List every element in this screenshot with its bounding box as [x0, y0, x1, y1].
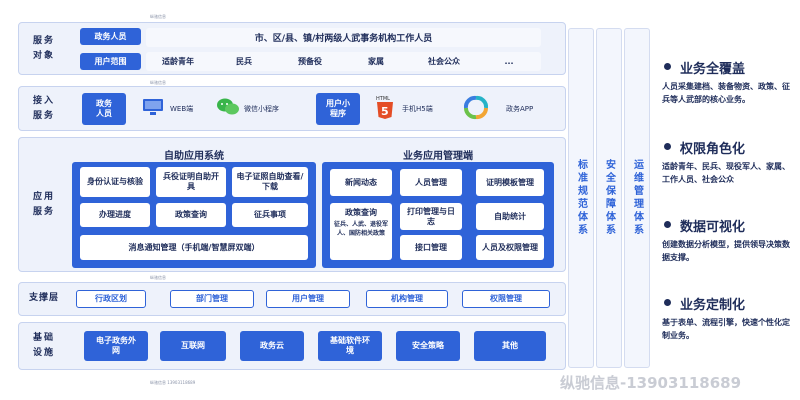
- feature-bullet: [664, 221, 671, 228]
- infra-label: 基础设施: [32, 333, 55, 358]
- policy-title: 政策查询: [345, 208, 377, 217]
- self-item: 政策查询: [156, 203, 226, 227]
- top-note: 纵驰信息: [150, 14, 166, 19]
- access-tag: 政务人员: [82, 93, 126, 125]
- biz-item: 人员及权限管理: [476, 235, 544, 260]
- infra-item: 电子政务外网: [84, 331, 148, 361]
- policy-sub: 征兵、人武、退役军人、国防相关政策: [333, 221, 388, 237]
- mid-note-2: 纵驰信息: [150, 275, 166, 280]
- html5-icon: HTML 5: [376, 95, 394, 123]
- self-title: 自助应用系统: [164, 151, 224, 162]
- wechat-label: 微信小程序: [244, 105, 279, 113]
- self-item: 兵役证明自助开具: [156, 167, 226, 197]
- watermark: 纵驰信息-13903118689: [560, 374, 742, 392]
- bottom-note: 纵驰信息 13903118689: [150, 380, 196, 385]
- ops-column-text: 运维管理体系: [631, 159, 643, 237]
- wechat-icon: [216, 97, 240, 121]
- user-item: ...: [504, 56, 514, 66]
- staff-desc: 市、区/县、镇/村两级人武事务机构工作人员: [254, 34, 433, 44]
- feature-title: 业务定制化: [680, 298, 746, 313]
- user-item: 预备役: [298, 56, 322, 66]
- support-item: 部门管理: [170, 290, 254, 308]
- app-service-label: 应用服务: [32, 192, 55, 217]
- feature-bullet: [664, 63, 671, 70]
- infra-item: 政务云: [240, 331, 304, 361]
- feature-desc: 人员采集建档、装备物资、政策、征兵等人武部的核心业务。: [662, 82, 790, 104]
- ops-column: 运维管理体系: [624, 28, 650, 368]
- infra-item: 安全策略: [396, 331, 460, 361]
- biz-item: 接口管理: [400, 235, 462, 260]
- staff-desc-bar: [146, 28, 541, 47]
- feature-bullet: [664, 299, 671, 306]
- user-item: 适龄青年: [162, 56, 194, 66]
- security-column: 安全保障体系: [596, 28, 622, 368]
- h5-label: 手机H5端: [402, 105, 433, 113]
- infra-item: 基础软件环境: [318, 331, 382, 361]
- biz-item: 人员管理: [400, 169, 462, 196]
- monitor-icon: [142, 98, 164, 120]
- user-range-bar: [146, 52, 541, 71]
- biz-title: 业务应用管理端: [403, 151, 473, 162]
- self-item: 身份认证与核验: [80, 167, 150, 197]
- biz-item: 自助统计: [476, 203, 544, 230]
- feature-title: 业务全覆盖: [680, 62, 746, 77]
- app-label: 政务APP: [506, 105, 534, 113]
- gov-app-icon: [462, 94, 490, 124]
- policy-box: 政策查询 征兵、人武、退役军人、国防相关政策: [330, 203, 392, 260]
- biz-item: 证明模板管理: [476, 169, 544, 196]
- self-item: 征兵事项: [232, 203, 308, 227]
- self-item: 电子证照自助查看/下载: [232, 167, 308, 197]
- self-bottom: 消息通知管理（手机端/智慧屏双端）: [80, 235, 308, 260]
- feature-desc: 适龄青年、民兵、现役军人、家属、工作人员、社会公众: [662, 162, 790, 184]
- standards-column: 标准规范体系: [568, 28, 594, 368]
- feature-title: 权限角色化: [680, 142, 746, 157]
- support-item: 行政区划: [76, 290, 146, 308]
- tag-users: 用户范围: [80, 53, 141, 70]
- support-item: 权限管理: [462, 290, 550, 308]
- support-label: 支撑层: [28, 293, 59, 303]
- access-label: 接入服务: [32, 96, 55, 121]
- web-label: WEB端: [170, 105, 194, 113]
- feature-title: 数据可视化: [680, 220, 746, 235]
- tag-staff: 政务人员: [80, 28, 141, 45]
- support-item: 用户管理: [266, 290, 350, 308]
- infra-item: 其他: [474, 331, 546, 361]
- standards-column-text: 标准规范体系: [575, 159, 587, 237]
- support-item: 机构管理: [366, 290, 448, 308]
- biz-item: 打印管理与日志: [400, 203, 462, 230]
- mid-note: 纵驰信息: [150, 80, 166, 85]
- access-tag-2: 用户小程序: [316, 93, 360, 125]
- svg-text:5: 5: [381, 105, 389, 118]
- user-item: 民兵: [236, 56, 252, 66]
- security-column-text: 安全保障体系: [603, 159, 615, 237]
- user-item: 社会公众: [428, 56, 460, 66]
- biz-item: 新闻动态: [330, 169, 392, 196]
- feature-desc: 创建数据分析模型，提供领导决策数据支撑。: [662, 240, 790, 262]
- feature-desc: 基于表单、流程引擎，快速个性化定制业务。: [662, 318, 790, 340]
- infra-item: 互联网: [160, 331, 226, 361]
- user-item: 家属: [368, 56, 384, 66]
- feature-bullet: [664, 143, 671, 150]
- svg-text:HTML: HTML: [376, 96, 390, 102]
- self-item: 办理进度: [80, 203, 150, 227]
- service-target-label: 服务对象: [32, 36, 55, 61]
